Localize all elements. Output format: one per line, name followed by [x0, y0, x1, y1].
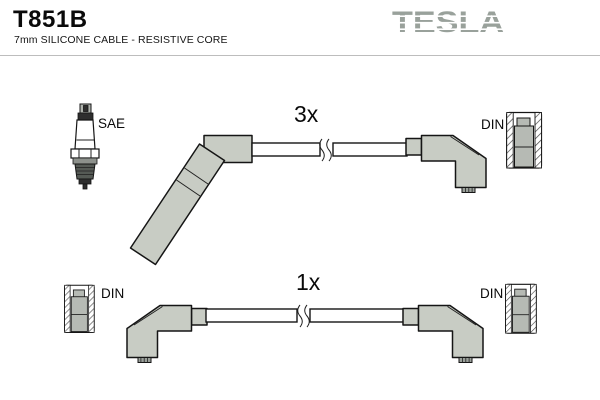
- bottom-quantity-label: 1x: [296, 269, 321, 295]
- elbow-boot-icon: [126, 304, 208, 364]
- bottom-left-connector-label: DIN: [101, 286, 124, 301]
- top-right-connector-label: DIN: [481, 117, 504, 132]
- product-subtitle: 7mm SILICONE CABLE - RESISTIVE CORE: [14, 34, 228, 46]
- cable-set-top: SAE 3x DIN: [70, 101, 543, 266]
- cable-line: [251, 142, 321, 157]
- spark-plug-icon: [70, 103, 100, 190]
- din-cap-section-icon: [506, 111, 543, 169]
- cable-set-bottom: DIN 1x DIN: [64, 269, 537, 364]
- din-cap-section-icon: [64, 284, 95, 333]
- top-left-connector-label: SAE: [98, 116, 125, 131]
- cable-break-mark: [304, 304, 310, 328]
- cable-line: [205, 308, 298, 323]
- part-number: T851B: [13, 6, 88, 33]
- bottom-right-connector-label: DIN: [480, 286, 503, 301]
- cable-break-mark: [326, 138, 332, 162]
- angled-boot-icon: [129, 134, 253, 266]
- elbow-boot-icon: [405, 134, 487, 194]
- cable-break-mark: [319, 138, 325, 162]
- tesla-brand-logo: TESLA: [392, 6, 504, 39]
- top-quantity-label: 3x: [294, 101, 319, 127]
- elbow-boot-icon: [402, 304, 484, 364]
- header-divider: [0, 55, 600, 56]
- cable-line: [332, 142, 408, 157]
- cable-break-mark: [297, 304, 303, 328]
- brand-logo-text: TESLA: [392, 6, 504, 39]
- din-cap-section-icon: [505, 283, 537, 334]
- cable-line: [309, 308, 406, 323]
